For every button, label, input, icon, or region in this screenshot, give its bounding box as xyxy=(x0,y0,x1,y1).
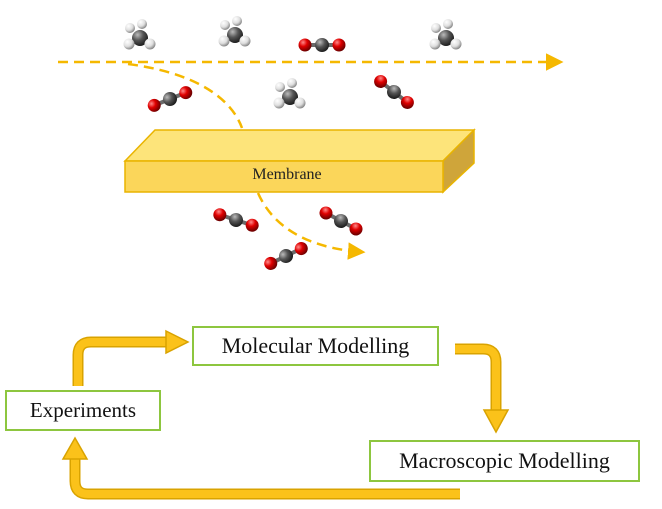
methane-molecule xyxy=(123,19,156,50)
cycle-arrow-macroscopic-to-experiments xyxy=(61,436,460,500)
permeation-path-lower xyxy=(256,192,366,260)
cycle-arrow-experiments-to-molecular xyxy=(72,329,190,386)
molecular-modelling-box: Molecular Modelling xyxy=(192,326,439,366)
permeation-path-upper xyxy=(127,62,244,129)
co2-molecule xyxy=(262,239,310,272)
cycle-arrow-molecular-to-macroscopic xyxy=(455,343,510,434)
membrane-label: Membrane xyxy=(252,166,322,183)
methane-molecule xyxy=(273,78,306,109)
experiments-box: Experiments xyxy=(5,390,161,431)
co2-molecule xyxy=(209,204,263,236)
methane-molecule xyxy=(218,16,251,47)
co2-molecule xyxy=(317,204,365,238)
co2-molecule xyxy=(296,36,348,54)
co2-molecule xyxy=(143,81,197,117)
macroscopic-modelling-box: Macroscopic Modelling xyxy=(369,440,640,482)
methane-molecule xyxy=(429,19,462,50)
membrane-slab xyxy=(123,128,476,194)
co2-molecule xyxy=(369,70,419,114)
